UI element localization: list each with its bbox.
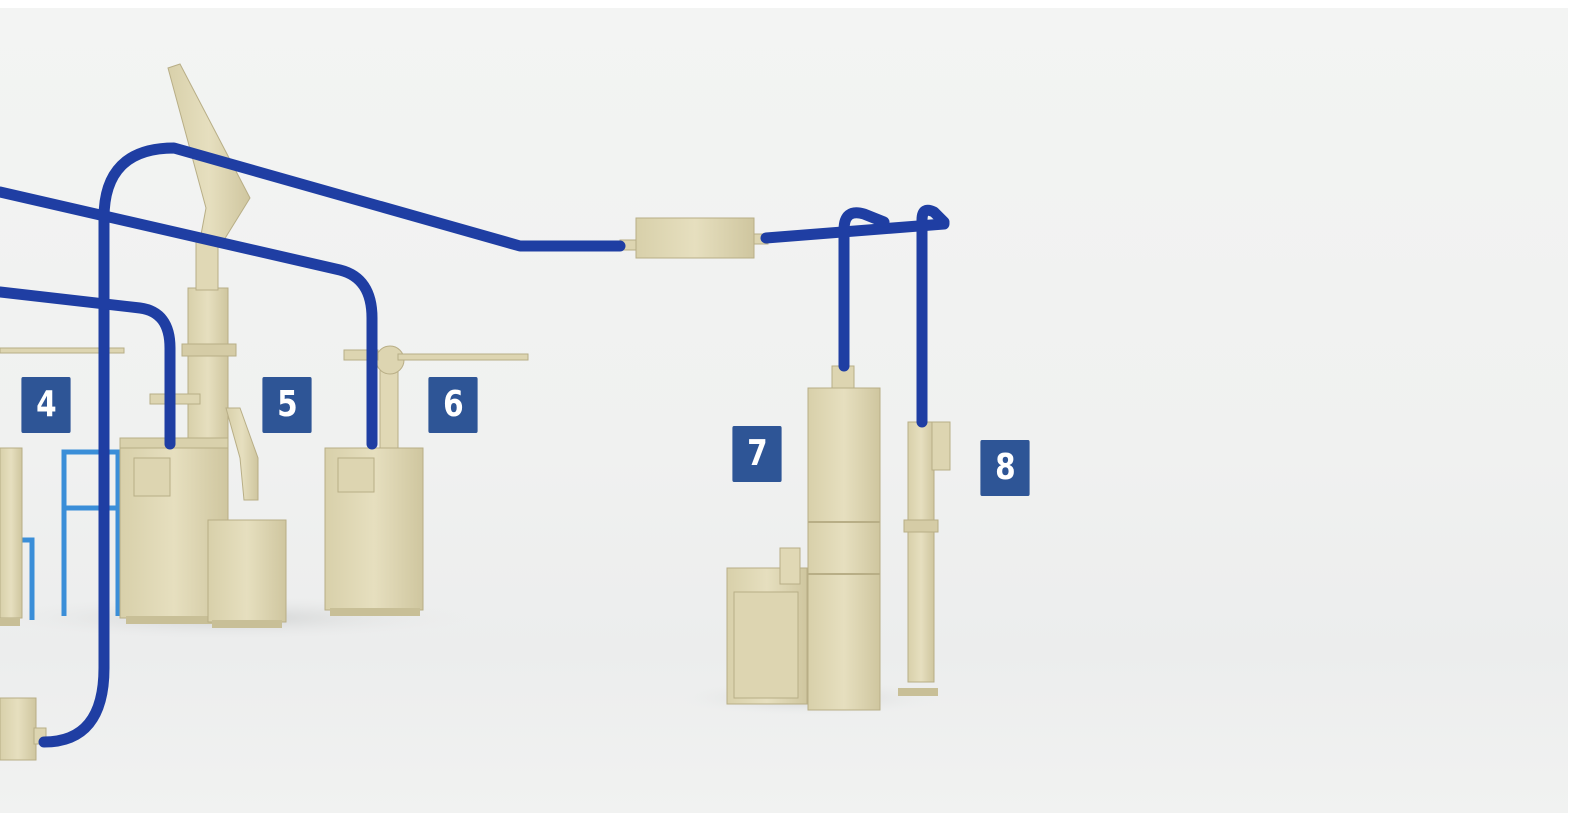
inline-filter bbox=[620, 218, 768, 258]
machine-feeder bbox=[0, 698, 46, 760]
station-label-5: 5 bbox=[262, 377, 311, 433]
station-label-6: 6 bbox=[428, 377, 477, 433]
machine-station-6 bbox=[325, 346, 528, 616]
station-label-7: 7 bbox=[732, 426, 781, 482]
machine-station-8 bbox=[898, 422, 950, 696]
plant-illustration bbox=[0, 8, 1568, 813]
machine-station-3 bbox=[0, 448, 22, 626]
station-label-8: 8 bbox=[980, 440, 1029, 496]
plant-rendering: 4 5 6 7 8 bbox=[0, 8, 1568, 813]
machine-station-7 bbox=[727, 366, 880, 710]
station-label-4: 4 bbox=[21, 377, 70, 433]
